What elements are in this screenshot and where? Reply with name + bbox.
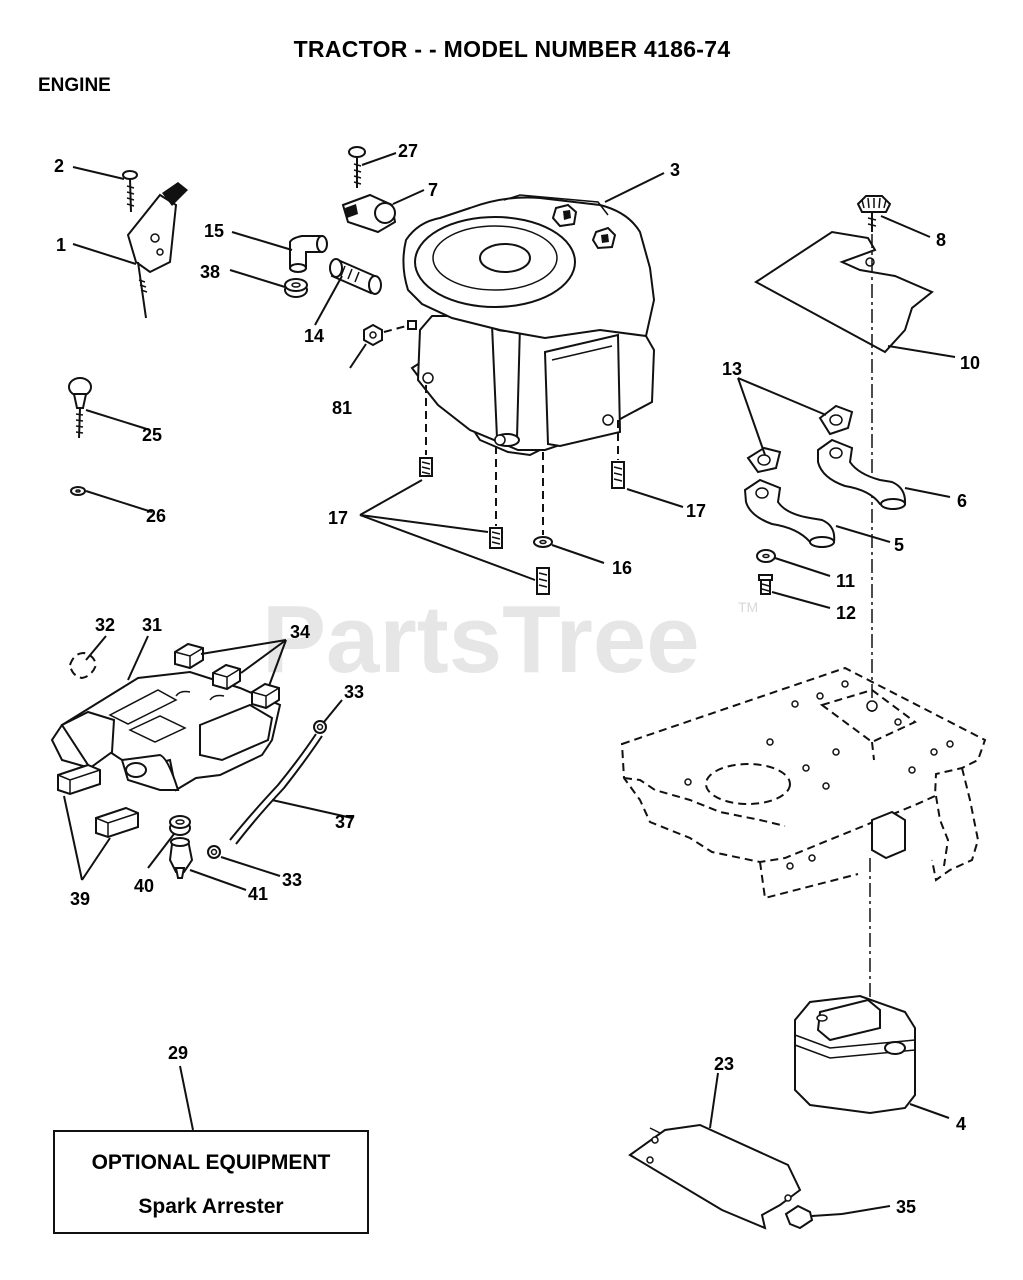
- callout-41: 41: [248, 884, 268, 904]
- callout-7: 7: [428, 180, 438, 200]
- muffler-part-4[interactable]: [794, 994, 916, 1115]
- callout-38: 38: [200, 262, 220, 282]
- watermark-text: PartsTree: [262, 586, 700, 693]
- callout-15: 15: [204, 221, 224, 241]
- callout-1: 1: [56, 235, 66, 255]
- callout-17-right: 17: [686, 501, 706, 521]
- callout-14: 14: [304, 326, 324, 346]
- callout-16: 16: [612, 558, 632, 578]
- optional-equipment-box: OPTIONAL EQUIPMENT Spark Arrester: [53, 1130, 369, 1234]
- nut-part-38[interactable]: [284, 278, 308, 298]
- callout-35: 35: [896, 1197, 916, 1217]
- callout-4: 4: [956, 1114, 966, 1134]
- screw-part-27[interactable]: [348, 146, 366, 188]
- tractor-frame-reference: [620, 666, 987, 900]
- washer-part-16[interactable]: [533, 536, 553, 548]
- callout-2: 2: [54, 156, 64, 176]
- callout-17-left: 17: [328, 508, 348, 528]
- watermark-trademark: TM: [738, 599, 758, 615]
- callout-12: 12: [836, 603, 856, 623]
- callout-29: 29: [168, 1043, 188, 1063]
- gasket-part-13-upper[interactable]: [818, 404, 854, 436]
- bolt-part-17-left[interactable]: [419, 385, 433, 477]
- gasket-part-13-lower[interactable]: [746, 446, 782, 474]
- screw-part-35[interactable]: [784, 1204, 843, 1230]
- pad-part-34-middle[interactable]: [212, 663, 241, 691]
- pad-part-34-bottom[interactable]: [251, 682, 280, 710]
- clamp-part-33-bottom[interactable]: [207, 845, 221, 859]
- callout-40: 40: [134, 876, 154, 896]
- nut-part-81[interactable]: [363, 320, 417, 347]
- knob-screw-part-8[interactable]: [856, 195, 892, 232]
- page-title: TRACTOR - - MODEL NUMBER 4186-74: [294, 36, 731, 62]
- callout-23: 23: [714, 1054, 734, 1074]
- shield-part-10[interactable]: [754, 230, 934, 712]
- heat-shield-part-23[interactable]: [628, 1123, 802, 1230]
- throttle-control-part[interactable]: [126, 182, 188, 319]
- callout-39: 39: [70, 889, 90, 909]
- frame-holes: [684, 680, 954, 870]
- knob-part-25[interactable]: [68, 377, 92, 439]
- screw-part-2[interactable]: [122, 170, 138, 213]
- air-cleaner-base-part-31[interactable]: [50, 670, 282, 792]
- hose-part-14[interactable]: [329, 258, 382, 295]
- callout-31: 31: [142, 615, 162, 635]
- callout-25: 25: [142, 425, 162, 445]
- callout-32: 32: [95, 615, 115, 635]
- callout-37: 37: [335, 812, 355, 832]
- washer-part-11[interactable]: [756, 549, 776, 563]
- bolt-part-17-bottom[interactable]: [536, 452, 550, 595]
- callout-26: 26: [146, 506, 166, 526]
- optional-equipment-item: Spark Arrester: [138, 1195, 283, 1218]
- engine-part-3[interactable]: [402, 194, 656, 457]
- callout-27: 27: [398, 141, 418, 161]
- callout-3: 3: [670, 160, 680, 180]
- callout-6: 6: [957, 491, 967, 511]
- pad-part-39-lower[interactable]: [95, 806, 139, 839]
- clamp-part-7[interactable]: [341, 193, 397, 234]
- callout-81: 81: [332, 398, 352, 418]
- callout-34: 34: [290, 622, 310, 642]
- clamp-part-33-top[interactable]: [313, 720, 327, 734]
- bolt-part-17-center[interactable]: [489, 446, 503, 549]
- bolt-part-17-right[interactable]: [611, 420, 625, 489]
- exhaust-pipe-part-5[interactable]: [743, 478, 836, 548]
- pad-part-34-top[interactable]: [174, 642, 204, 670]
- optional-equipment-heading: OPTIONAL EQUIPMENT: [92, 1151, 331, 1174]
- callout-33-bottom: 33: [282, 870, 302, 890]
- fuel-line-part-37[interactable]: [229, 733, 323, 845]
- washer-part-26[interactable]: [70, 486, 86, 496]
- callout-10: 10: [960, 353, 980, 373]
- exhaust-pipe-part-6[interactable]: [817, 438, 907, 510]
- pad-part-39-upper[interactable]: [57, 763, 101, 796]
- callout-8: 8: [936, 230, 946, 250]
- grommet-part-40[interactable]: [169, 815, 191, 836]
- callout-33-top: 33: [344, 682, 364, 702]
- callout-labels: 1 2 3 4 5 6 7 8 10 11 12 13 14 15 16 17 …: [54, 141, 980, 1217]
- spacer-part-32[interactable]: [68, 651, 98, 680]
- leader-lines: [63, 152, 956, 1215]
- bolt-part-12[interactable]: [758, 574, 773, 595]
- elbow-fitting-part-15[interactable]: [289, 235, 328, 273]
- callout-13: 13: [722, 359, 742, 379]
- callout-5: 5: [894, 535, 904, 555]
- callout-11: 11: [836, 571, 855, 591]
- fuel-valve-part-41[interactable]: [168, 837, 194, 879]
- section-label: ENGINE: [38, 75, 111, 96]
